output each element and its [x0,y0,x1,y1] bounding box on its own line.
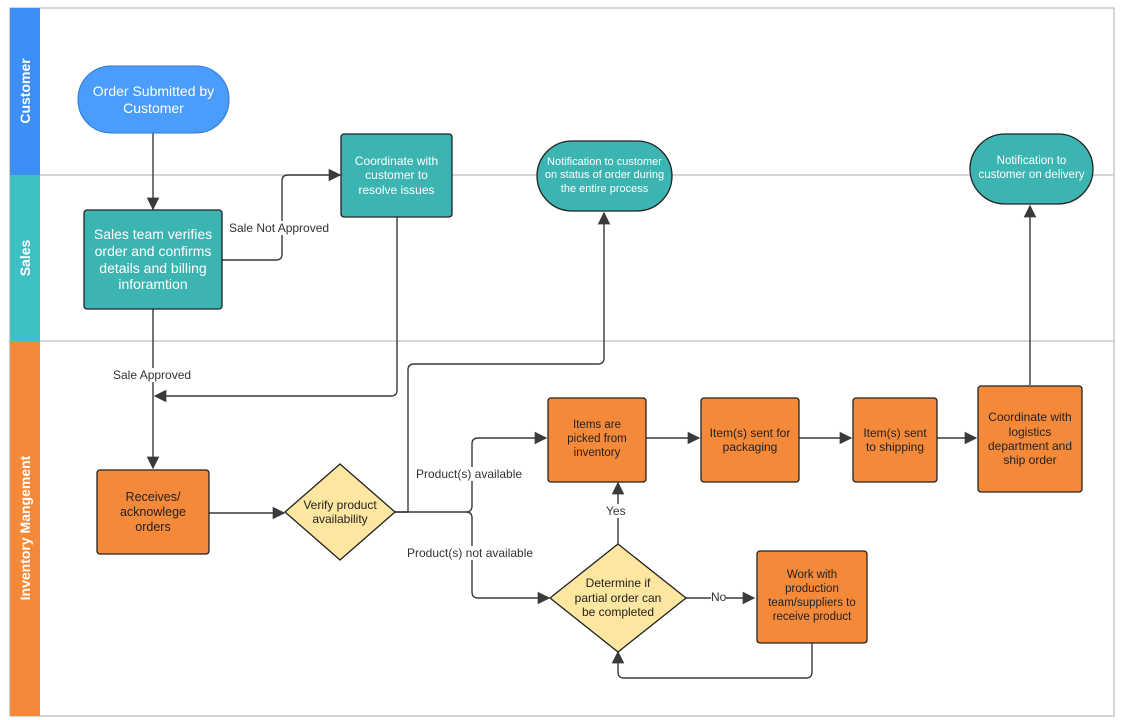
node-receives-orders [96,469,210,555]
node-notify-status [536,140,673,212]
node-coordinate-logistics [977,385,1083,493]
edge-verify-to-notify-status [395,211,611,513]
node-sales-verifies [83,209,223,310]
node-order-submitted [77,65,230,134]
lane-label-inventory: Inventory Mangement [17,455,33,600]
edge-label-no: No [711,590,727,604]
edge-sale-not-approved [222,168,342,261]
node-sent-packaging [700,397,800,483]
node-notify-delivery [969,133,1094,205]
node-verify-availability [284,463,396,561]
edge-label-yes: Yes [606,504,626,518]
edge-coordinate-back [153,217,398,403]
edge-products-not-available [465,511,551,605]
lane-label-customer: Customer [17,58,33,124]
lane-header-inventory [10,341,40,716]
lane-header-sales [10,175,40,341]
node-work-production [756,550,868,644]
node-items-picked [547,397,647,483]
lane-label-sales: Sales [17,239,33,276]
node-coordinate-customer [340,133,453,218]
edge-label-products-not-available: Product(s) not available [407,546,534,560]
edge-production-back [611,643,813,679]
node-sent-shipping [852,397,938,483]
edge-label-products-available: Product(s) available [416,467,523,481]
lane-header-customer [10,8,40,175]
node-partial-order [548,543,688,653]
edge-label-sale-not-approved: Sale Not Approved [229,221,330,235]
edge-label-sale-approved: Sale Approved [113,368,192,382]
